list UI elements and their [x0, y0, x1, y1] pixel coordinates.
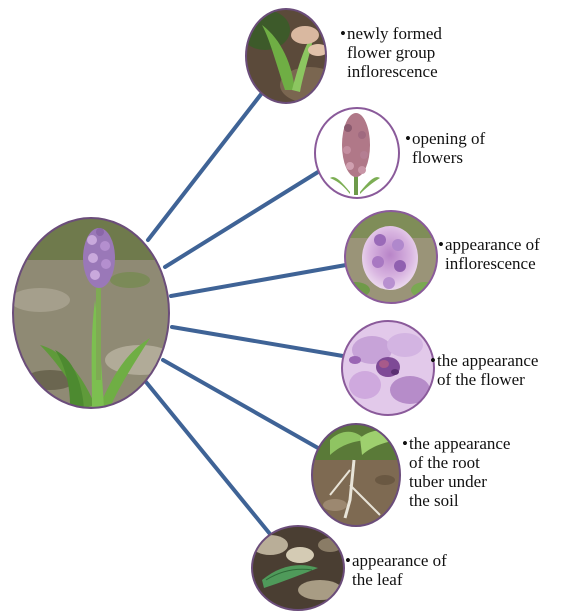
stage-label-1: • newly formed flower group inflorescenc… [347, 24, 442, 81]
bullet-icon: • [430, 351, 436, 370]
flower-closeup-photo [338, 318, 438, 418]
stage-label-5: • the appearance of the root tuber under… [409, 434, 510, 510]
bullet-icon: • [345, 551, 351, 570]
bullet-icon: • [402, 434, 408, 453]
stage-label-3: • appearance of inflorescence [445, 235, 540, 273]
flower-spike-photo [310, 105, 405, 205]
root-tuber-photo [308, 420, 408, 530]
stage-label-4: • the appearance of the flower [437, 351, 538, 389]
bullet-icon: • [438, 235, 444, 254]
connector-line-4 [172, 327, 343, 356]
connector-line-5 [163, 360, 318, 448]
emerging-shoot-photo [240, 5, 340, 105]
bullet-icon: • [340, 24, 346, 43]
stage-label-6: • appearance of the leaf [352, 551, 447, 589]
stage-label-2: • opening of flowers [412, 129, 485, 167]
connector-line-3 [171, 265, 346, 296]
connector-line-6 [146, 382, 270, 534]
bullet-icon: • [405, 129, 411, 148]
leaf-photo [250, 525, 350, 611]
inflorescence-photo [340, 208, 440, 308]
